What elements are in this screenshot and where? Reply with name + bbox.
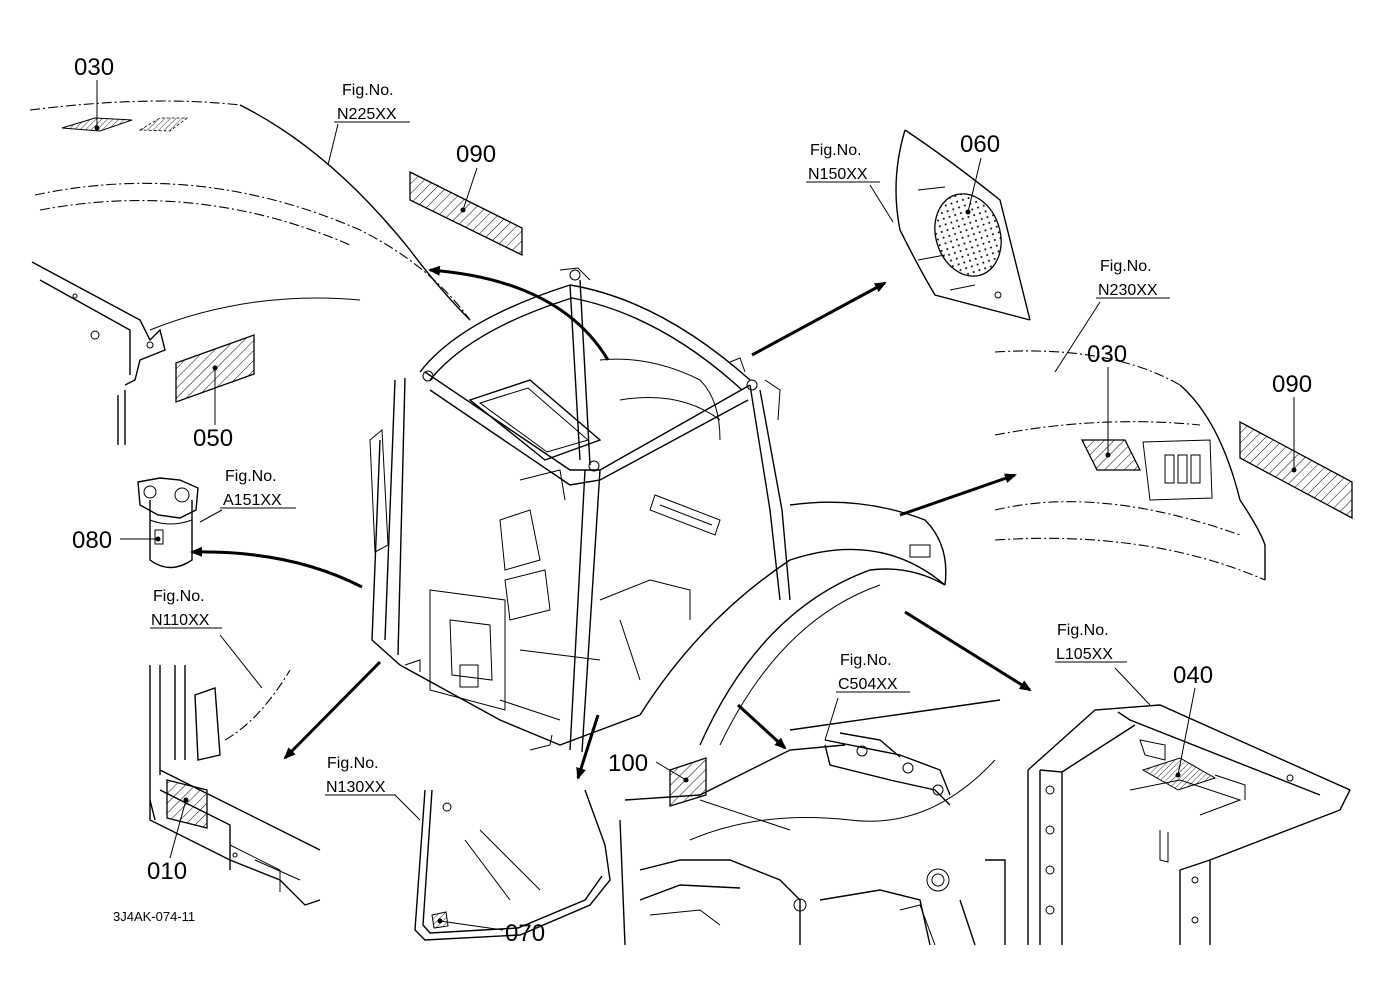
- drawing-code: 3J4AK-074-11: [113, 909, 195, 924]
- fig-ref-c504-number: C504XX: [838, 676, 898, 693]
- fig-ref-n130-label: Fig.No.: [327, 755, 379, 772]
- frame-section-drawing: [149, 665, 321, 906]
- callout-060: 060: [960, 131, 1000, 158]
- callout-labels: 030 090 050 060 030 090 080 010 100 070 …: [72, 54, 1312, 947]
- fig-ref-a151-label: Fig.No.: [225, 468, 277, 485]
- decal-010: [166, 779, 208, 829]
- arrow-to-filter: [190, 546, 363, 589]
- arrow-to-speaker: [751, 281, 887, 357]
- decal-030-top-dashed: [138, 117, 189, 132]
- transmission-drawing: [619, 699, 1006, 946]
- filter-drawing: [137, 477, 199, 569]
- callout-080: 080: [72, 527, 112, 554]
- callout-070: 070: [505, 920, 545, 947]
- arrow-to-transmission: [736, 703, 787, 750]
- fig-ref-a151-number: A151XX: [223, 492, 282, 509]
- decal-100: [669, 757, 707, 807]
- callout-090-top: 090: [456, 141, 496, 168]
- arrow-to-battery-box: [904, 610, 1032, 692]
- glass-panel-drawing: [414, 789, 611, 941]
- speaker-panel-drawing: [895, 129, 1031, 321]
- fig-ref-n130-number: N130XX: [326, 779, 386, 796]
- arrow-to-roof: [428, 265, 610, 361]
- leader-lines: [94, 80, 1297, 931]
- arrows: [190, 265, 1032, 780]
- fig-ref-n230-label: Fig.No.: [1100, 258, 1152, 275]
- decal-030-right: [1080, 439, 1142, 471]
- fig-ref-n230-number: N230XX: [1098, 282, 1158, 299]
- fig-ref-n110-label: Fig.No.: [153, 588, 205, 605]
- callout-040: 040: [1173, 662, 1213, 689]
- callout-100: 100: [608, 750, 648, 777]
- speaker-grille-060: [934, 193, 1002, 277]
- callout-090-right: 090: [1272, 371, 1312, 398]
- fig-ref-n110-number: N110XX: [151, 612, 210, 629]
- arrow-to-rear-panel: [899, 473, 1017, 517]
- callout-050: 050: [193, 425, 233, 452]
- fig-ref-l105-label: Fig.No.: [1057, 622, 1109, 639]
- fig-ref-n225-number: N225XX: [337, 106, 397, 123]
- arrow-to-glass: [576, 714, 600, 780]
- battery-box-drawing: [1027, 704, 1351, 945]
- fig-ref-n225-label: Fig.No.: [342, 82, 394, 99]
- fig-ref-c504-label: Fig.No.: [840, 652, 892, 669]
- callout-030-right: 030: [1087, 341, 1127, 368]
- fig-ref-n150-number: N150XX: [808, 166, 868, 183]
- decal-090-top: [409, 170, 523, 257]
- cab-frame-drawing: [369, 267, 947, 753]
- fig-ref-n150-label: Fig.No.: [810, 142, 862, 159]
- arrow-to-frame: [283, 660, 382, 760]
- figure-references: Fig.No. N225XX Fig.No. N150XX Fig.No. N2…: [151, 82, 1158, 796]
- callout-010: 010: [147, 858, 187, 885]
- callout-030-top: 030: [74, 54, 114, 81]
- fig-ref-l105-number: L105XX: [1056, 646, 1113, 663]
